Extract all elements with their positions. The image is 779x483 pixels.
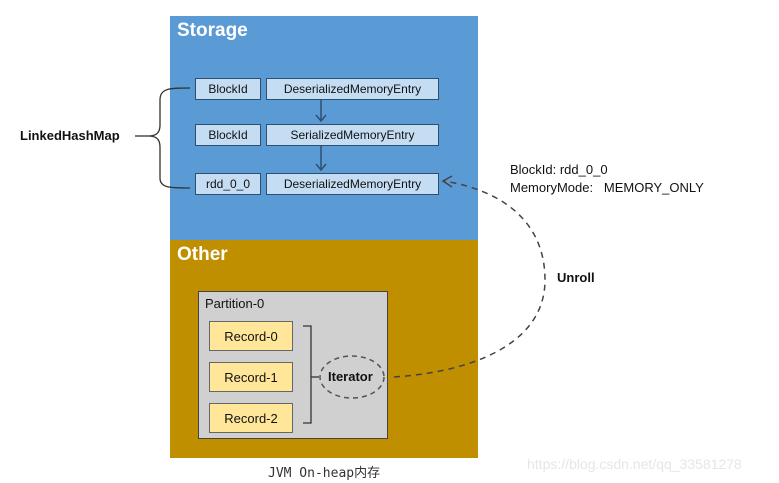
linkedhashmap-label: LinkedHashMap bbox=[20, 128, 120, 143]
entry-key-0: BlockId bbox=[195, 78, 261, 100]
iterator-label: Iterator bbox=[328, 369, 373, 384]
caption: JVM On-heap内存 bbox=[268, 466, 381, 481]
record-1: Record-1 bbox=[209, 362, 293, 392]
record-0: Record-0 bbox=[209, 321, 293, 351]
records-bracket bbox=[303, 325, 312, 424]
record-2: Record-2 bbox=[209, 403, 293, 433]
iterator-ellipse bbox=[319, 355, 385, 399]
entry-value-2: DeserializedMemoryEntry bbox=[266, 173, 439, 195]
annotation-memory-mode: MemoryMode: MEMORY_ONLY bbox=[510, 180, 704, 195]
partition-title: Partition-0 bbox=[205, 296, 265, 311]
arrowhead-0 bbox=[315, 114, 327, 123]
entry-value-1: SerializedMemoryEntry bbox=[266, 124, 439, 146]
entry-value-0: DeserializedMemoryEntry bbox=[266, 78, 439, 100]
partition-box: Partition-0 Record-0 Record-1 Record-2 bbox=[198, 291, 388, 439]
other-region: Other Partition-0 Record-0 Record-1 Reco… bbox=[170, 240, 478, 458]
arrowhead-1 bbox=[315, 163, 327, 172]
entry-key-1: BlockId bbox=[195, 124, 261, 146]
annotation-block-id: BlockId: rdd_0_0 bbox=[510, 162, 608, 177]
unroll-arrowhead bbox=[441, 175, 453, 188]
linkedhashmap-brace bbox=[147, 87, 191, 189]
other-title: Other bbox=[177, 244, 228, 265]
storage-title: Storage bbox=[177, 20, 248, 41]
watermark: https://blog.csdn.net/qq_33581278 bbox=[527, 456, 742, 472]
unroll-arrow bbox=[393, 180, 546, 378]
storage-region: Storage BlockId DeserializedMemoryEntry … bbox=[170, 16, 478, 240]
entry-key-2: rdd_0_0 bbox=[195, 173, 261, 195]
unroll-label: Unroll bbox=[557, 270, 595, 285]
